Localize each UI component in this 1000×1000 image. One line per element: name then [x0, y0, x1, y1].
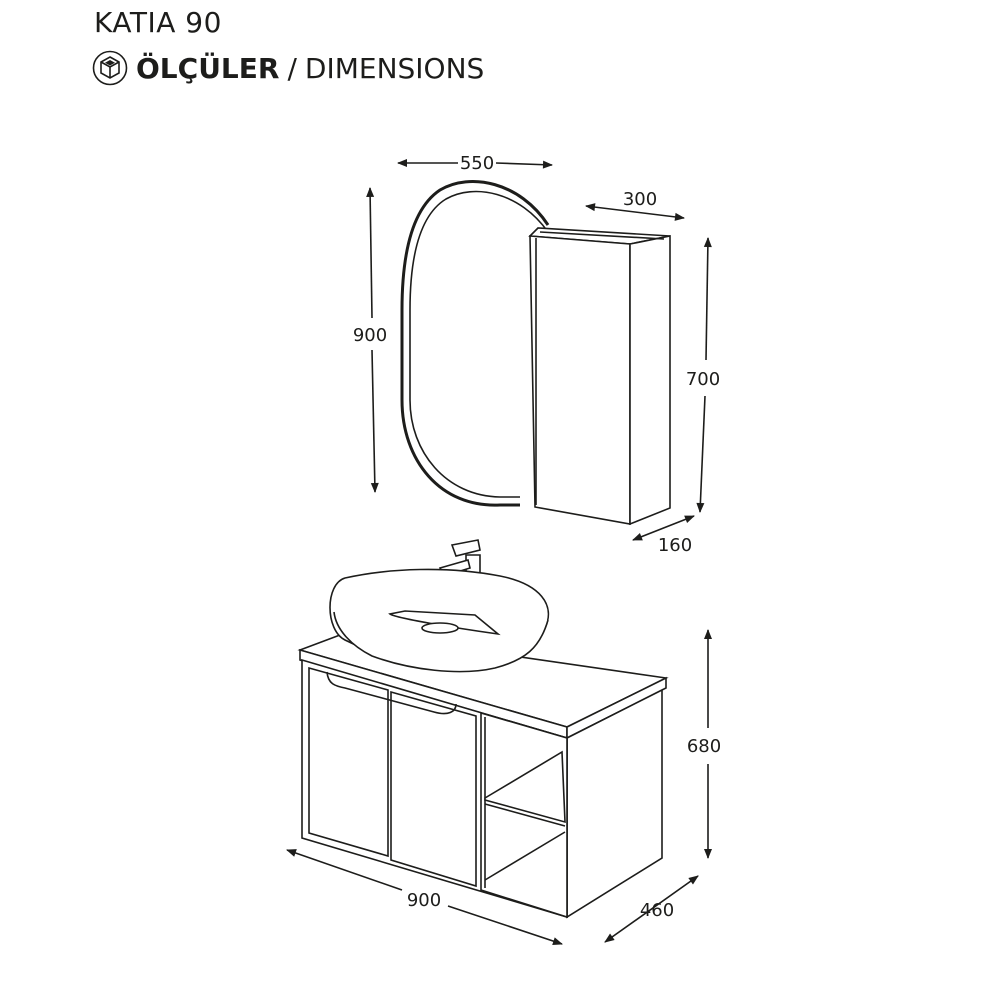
vessel-basin [329, 568, 550, 673]
section-heading: ÖLÇÜLER / DIMENSIONS [92, 50, 484, 86]
dim-wall-cabinet-width: 300 [623, 189, 657, 210]
dim-wall-cabinet-depth: 160 [658, 535, 692, 556]
dimension-lines [286, 159, 712, 945]
dim-mirror-width: 550 [460, 153, 494, 174]
oval-mirror [400, 180, 550, 507]
heading-english: DIMENSIONS [304, 51, 485, 85]
dim-vanity-depth: 460 [640, 900, 674, 921]
wall-cabinet [528, 227, 671, 526]
dim-vanity-width: 900 [407, 890, 441, 911]
heading-separator: / [287, 51, 297, 85]
product-title: KATIA 90 [94, 6, 222, 39]
cube-icon [92, 50, 128, 86]
heading-turkish: ÖLÇÜLER [136, 51, 280, 85]
dim-mirror-height: 900 [353, 325, 387, 346]
dim-wall-cabinet-height: 700 [686, 369, 720, 390]
dim-vanity-height: 680 [687, 736, 721, 757]
